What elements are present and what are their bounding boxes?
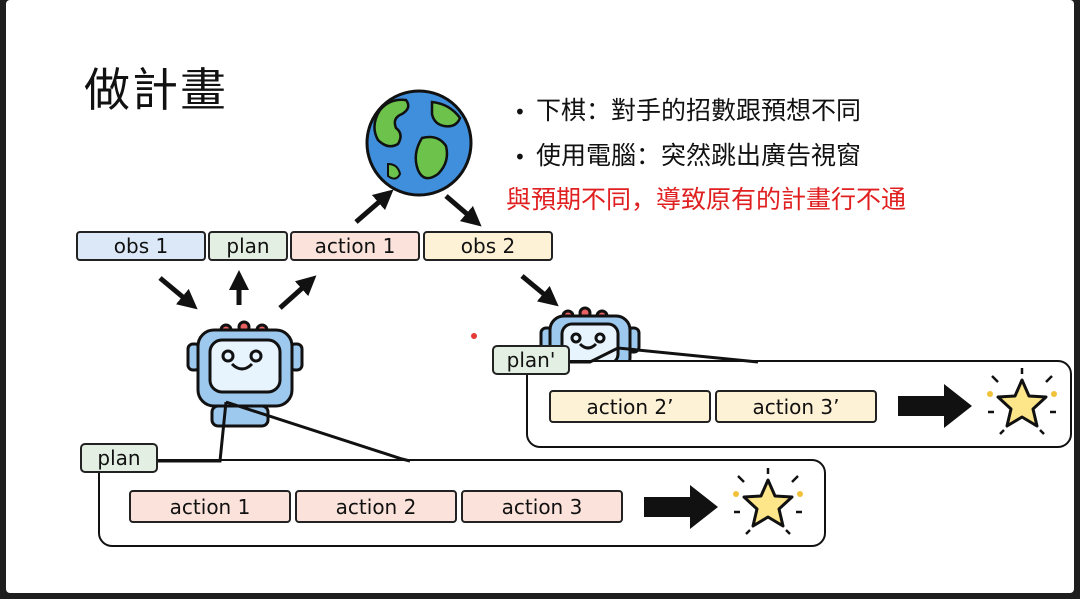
replan-tag: plan' bbox=[492, 345, 570, 375]
replan-action-box: action 2’ bbox=[549, 390, 711, 423]
plan-action-box: action 1 bbox=[129, 490, 291, 523]
arrow-right-icon bbox=[898, 384, 972, 428]
page-title: 做計畫 bbox=[84, 63, 228, 117]
bullet-item: •下棋：對手的招數跟預想不同 bbox=[514, 88, 861, 133]
plan-action-box: action 3 bbox=[461, 490, 623, 523]
warning-text: 與預期不同，導致原有的計畫行不通 bbox=[506, 185, 907, 214]
replan-action-box: action 3’ bbox=[715, 390, 877, 423]
bullet-item: •使用電腦：突然跳出廣告視窗 bbox=[514, 133, 861, 178]
arrow-right-icon bbox=[644, 485, 718, 529]
obs1-box: obs 1 bbox=[76, 231, 206, 261]
speech-bubble-tail bbox=[568, 346, 759, 364]
bullet-list: •下棋：對手的招數跟預想不同 •使用電腦：突然跳出廣告視窗 bbox=[514, 88, 861, 178]
globe-icon bbox=[365, 89, 473, 197]
obs2-box: obs 2 bbox=[423, 231, 553, 261]
action1-box: action 1 bbox=[290, 231, 420, 261]
flow-arrows bbox=[158, 189, 559, 310]
pointer-dot bbox=[471, 333, 477, 339]
star-icon bbox=[987, 368, 1057, 435]
plan-box: plan bbox=[208, 231, 288, 261]
bullet-dot-icon: • bbox=[514, 100, 526, 124]
plan-action-box: action 2 bbox=[295, 490, 457, 523]
star-icon bbox=[733, 468, 803, 535]
plan-tag: plan bbox=[80, 443, 158, 473]
bullet-dot-icon: • bbox=[514, 145, 526, 169]
